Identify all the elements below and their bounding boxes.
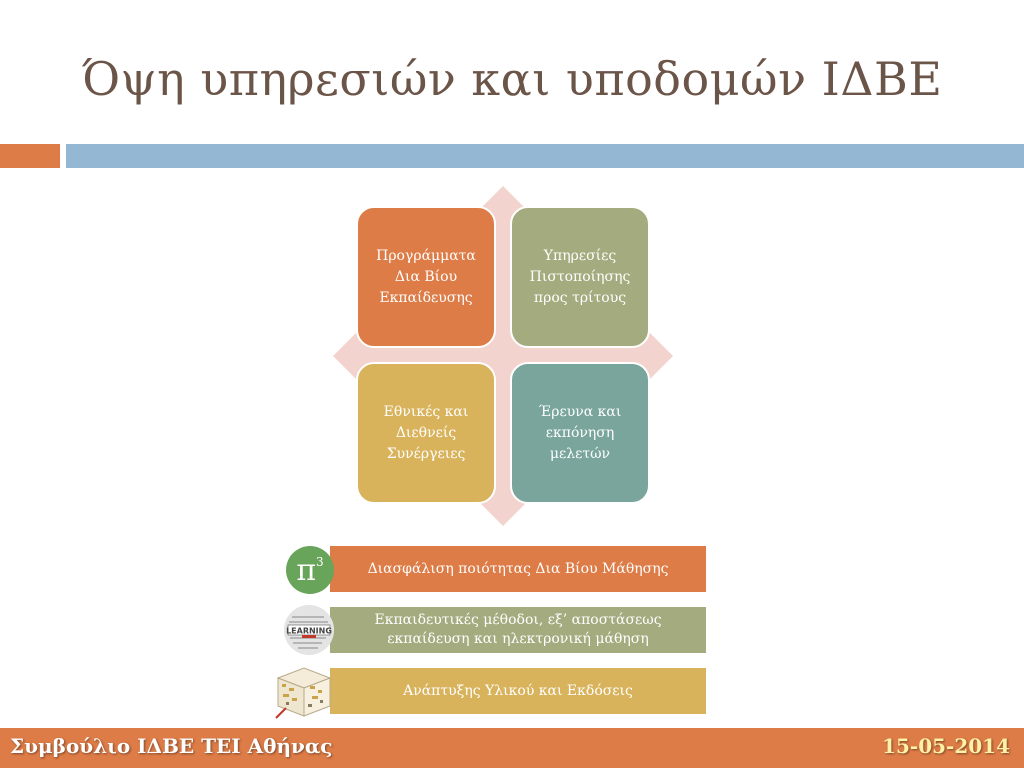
learning-icon-text: LEARNING (286, 627, 332, 636)
book-icon (272, 664, 334, 720)
tile-label: Προγράμματα Δια Βίου Εκπαίδευσης (376, 247, 476, 306)
tile-lifelong-programs: Προγράμματα Δια Βίου Εκπαίδευσης (356, 206, 496, 348)
slide-title: Όψη υπηρεσιών και υποδομών ΙΔΒΕ (81, 52, 943, 106)
tile-certification-services: Υπηρεσίες Πιστοποίησης προς τρίτους (510, 206, 650, 348)
footer-bar: Συμβούλιο ΙΔΒΕ ΤΕΙ Αθήνας 15-05-2014 (0, 728, 1024, 768)
band-material-development: Ανάπτυξης Υλικού και Εκδόσεις (330, 668, 706, 714)
band-label: Διασφάλιση ποιότητας Δια Βίου Μάθησης (367, 560, 669, 577)
accent-bar-orange (0, 144, 60, 168)
tile-research: Έρευνα και εκπόνηση μελετών (510, 362, 650, 504)
band-education-methods: Εκπαιδευτικές μέθοδοι, εξ’ αποστάσεως εκ… (330, 607, 706, 653)
band-quality-assurance: Διασφάλιση ποιότητας Δια Βίου Μάθησης (330, 546, 706, 592)
accent-bar-blue (66, 144, 1024, 168)
tile-label: Εθνικές και Διεθνείς Συνέργειες (383, 403, 469, 462)
band-label: Ανάπτυξης Υλικού και Εκδόσεις (403, 682, 633, 699)
tile-synergies: Εθνικές και Διεθνείς Συνέργειες (356, 362, 496, 504)
learning-icon: LEARNING (284, 605, 334, 655)
footer-date: 15-05-2014 (882, 734, 1010, 758)
band-label: Εκπαιδευτικές μέθοδοι, εξ’ αποστάσεως εκ… (374, 612, 662, 647)
footer-organization: Συμβούλιο ΙΔΒΕ ΤΕΙ Αθήνας (10, 734, 333, 758)
tile-label: Υπηρεσίες Πιστοποίησης προς τρίτους (529, 247, 631, 306)
tile-label: Έρευνα και εκπόνηση μελετών (538, 403, 622, 462)
